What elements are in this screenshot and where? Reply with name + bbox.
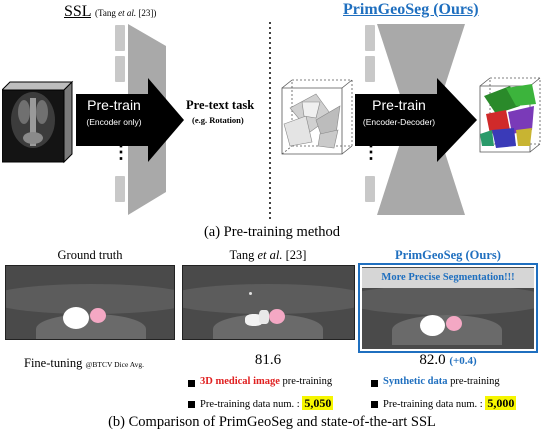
caption-a: (a) Pre-training method [203, 224, 341, 240]
organ-mask-speck [249, 292, 252, 295]
score-tang: 81.6 [254, 352, 282, 368]
ssl-title: SSL (Tang et al. [23]) [64, 3, 156, 21]
ct-slice-tang [182, 265, 355, 340]
pretrain-left-sub: (Encoder only) [86, 117, 142, 127]
data-num-highlight: 5,050 [302, 396, 334, 410]
organ-mask-white [63, 307, 89, 329]
caption-b: (b) Comparison of PrimGeoSeg and state-o… [108, 414, 436, 430]
organ-mask-white [259, 310, 269, 324]
data-num-highlight: 5,000 [485, 396, 517, 410]
organ-mask-white [245, 314, 263, 326]
score-ours: 82.0 (+0.4) [419, 352, 477, 368]
ssl-citation: (Tang et al. [23]) [94, 8, 157, 18]
tissue-band [6, 284, 174, 314]
dash-segment [365, 25, 375, 51]
pretext-task-sub: (e.g. Rotation) [192, 115, 244, 125]
pretrain-right-title: Pre-train [372, 97, 426, 113]
legend-bullet [371, 380, 378, 387]
score-delta: (+0.4) [449, 355, 477, 367]
dots-left: ⋮ [112, 142, 130, 162]
col-title-tang: Tang et al. [23] [229, 248, 307, 262]
ours-result-frame [358, 263, 538, 353]
pretrain-arrow-left [76, 78, 184, 162]
legend-left-line2: Pre-training data num. : 5,050 [200, 396, 334, 410]
more-precise-banner: More Precise Segmentation!!! [362, 268, 534, 288]
pretrain-left-title: Pre-train [87, 97, 141, 113]
synthetic-primitive-cube [281, 79, 353, 155]
dash-segment [115, 176, 125, 202]
ct-volume-cube [2, 80, 74, 164]
col-title-primgeoseg: PrimGeoSeg (Ours) [395, 248, 501, 262]
dots-right: ⋮ [362, 142, 380, 162]
finetune-label: Fine-tuning @BTCV Dice Avg. [24, 356, 144, 370]
col-title-ground-truth: Ground truth [57, 248, 123, 262]
organ-mask-pink [269, 309, 285, 324]
tissue-band [183, 284, 354, 314]
divider-dashed-line [269, 22, 271, 220]
dash-segment [115, 56, 125, 82]
pretrain-right-sub: (Encoder-Decoder) [362, 117, 436, 127]
legend-right-line2: Pre-training data num. : 5,000 [383, 396, 517, 410]
legend-bullet [188, 380, 195, 387]
organ-mask-pink [90, 308, 106, 323]
legend-right-line1: Synthetic data pre-training [383, 376, 500, 387]
organ-mask-white [420, 315, 445, 336]
segmentation-output-cube [479, 77, 541, 153]
organ-mask-pink [446, 316, 462, 331]
legend-left-line1: 3D medical image pre-training [200, 376, 333, 387]
ct-slice-ground-truth [5, 265, 175, 340]
ssl-title-text: SSL [64, 3, 91, 20]
legend-bullet [371, 401, 378, 408]
dash-segment [115, 25, 125, 51]
dash-segment [365, 176, 375, 202]
pretext-task-title: Pre-text task [186, 98, 255, 112]
dash-segment [365, 56, 375, 82]
legend-bullet [188, 401, 195, 408]
tissue-band [362, 285, 534, 315]
finetune-sub: @BTCV Dice Avg. [85, 360, 144, 369]
primgeoseg-title: PrimGeoSeg (Ours) [343, 1, 479, 18]
pretrain-arrow-right [355, 78, 477, 162]
